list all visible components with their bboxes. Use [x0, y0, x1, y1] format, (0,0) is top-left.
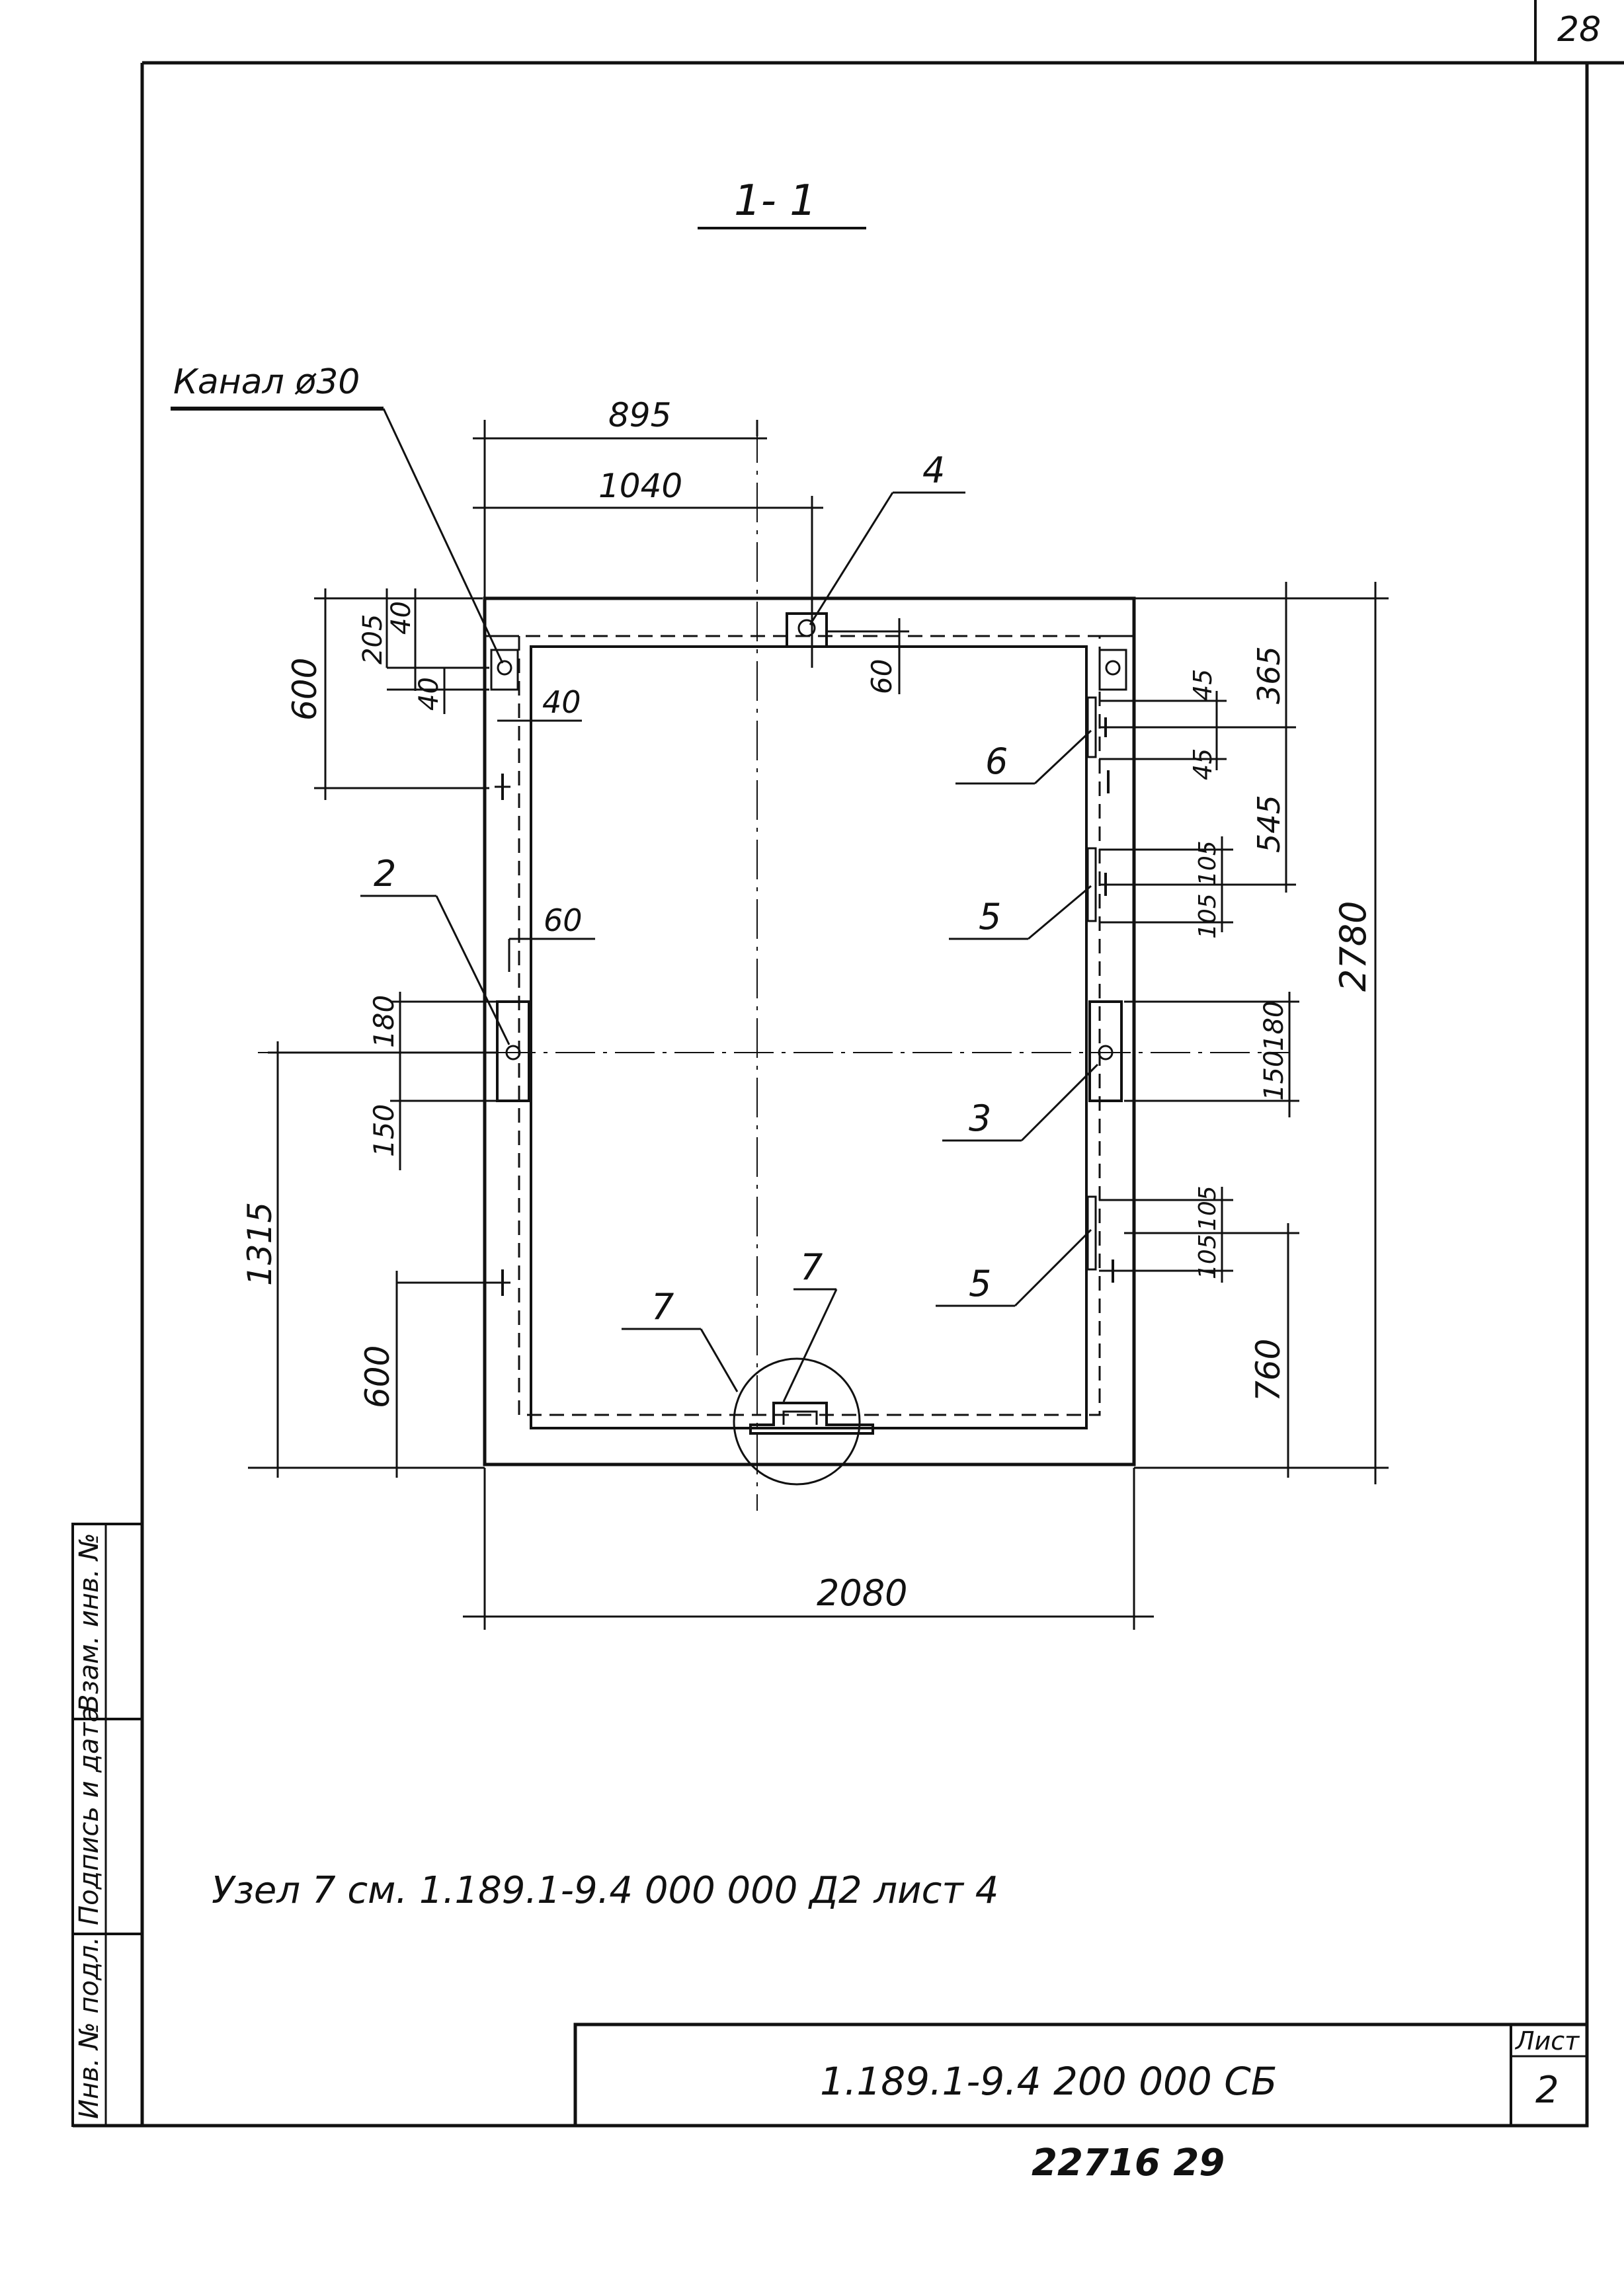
dim-600-top: 600 [286, 658, 324, 721]
side-stamp [71, 1523, 143, 2127]
dim-150-right: 150 [1259, 1051, 1289, 1101]
dim-105-b: 105 [1194, 893, 1221, 939]
dim-2780: 2780 [1332, 901, 1374, 992]
callout-3: 3 [969, 1098, 991, 1139]
bottom-stamp: 22716 29 [1032, 2142, 1225, 2184]
callout-6: 6 [985, 741, 1008, 782]
callout-4: 4 [922, 450, 945, 491]
dim-545: 545 [1251, 795, 1287, 853]
sheet-frame [73, 0, 1624, 2128]
dim-600-bottom: 600 [358, 1345, 397, 1408]
dim-760: 760 [1249, 1339, 1287, 1402]
item-7-node [733, 1357, 874, 1486]
left-wall-markers [495, 770, 1110, 1296]
dim-105-d: 105 [1194, 1234, 1221, 1279]
dim-45-b: 45 [1188, 748, 1217, 780]
title-sheet-label: Лист [1514, 2026, 1580, 2056]
dim-180-left: 180 [368, 995, 400, 1048]
section-title: 1- 1 [734, 177, 817, 225]
callout-5-lower: 5 [969, 1263, 991, 1304]
dim-205: 205 [358, 614, 388, 664]
corner-page-number: 28 [1557, 10, 1601, 50]
dim-365: 365 [1251, 646, 1287, 704]
dim-1315: 1315 [241, 1202, 279, 1286]
dim-895: 895 [608, 396, 671, 434]
dim-40-c: 40 [542, 684, 581, 720]
callout-7-left: 7 [651, 1286, 674, 1328]
dim-180-right: 180 [1259, 1001, 1289, 1051]
item-2-plate [496, 1000, 530, 1102]
dim-60-left: 60 [544, 902, 583, 938]
callout-2: 2 [374, 853, 396, 895]
title-sheet-number: 2 [1535, 2069, 1559, 2112]
dim-45-a: 45 [1188, 669, 1217, 701]
side-stamp-inv-podl: Инв. № подл. [74, 1937, 104, 2119]
item-3-plate [1088, 1000, 1123, 1102]
note-text: Узел 7 см. 1.189.1-9.4 000 000 Д2 лист 4 [212, 1869, 998, 1912]
side-stamp-vzam-inv: Взам. инв. № [74, 1533, 104, 1712]
channel-label: Канал ø30 [173, 362, 360, 402]
dim-2080: 2080 [817, 1572, 907, 1614]
title-designation: 1.189.1-9.4 200 000 СБ [820, 2059, 1278, 2104]
dim-150-left: 150 [368, 1104, 400, 1157]
side-stamp-podpis-data: Подпись и дата [74, 1706, 104, 1925]
dim-40-a: 40 [386, 601, 417, 635]
leader-lines [171, 407, 1099, 1402]
dim-105-a: 105 [1194, 840, 1221, 886]
title-block [573, 2023, 1589, 2128]
cell-plan [258, 423, 1289, 1511]
callout-7-right: 7 [800, 1246, 823, 1288]
dim-40-b: 40 [414, 677, 444, 711]
callout-5-upper: 5 [979, 896, 1001, 938]
item-4-bracket [786, 612, 828, 648]
dim-60-top: 60 [866, 659, 898, 694]
dimension-lines [248, 420, 1389, 1630]
dim-1040: 1040 [598, 467, 682, 505]
dim-105-c: 105 [1194, 1185, 1221, 1231]
channel-openings [490, 649, 1127, 691]
